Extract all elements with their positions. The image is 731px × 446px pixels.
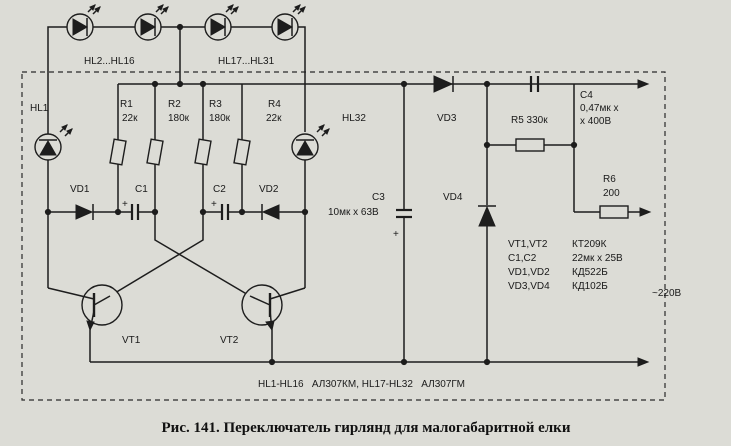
transistor-vt2-icon — [241, 284, 306, 362]
parts-type-c: 22мк х 25В — [572, 253, 623, 264]
resistor-r1-icon — [109, 138, 127, 212]
label-r5: R5 330к — [511, 115, 548, 126]
led-hl16-icon — [134, 4, 169, 41]
transistor-vt1-icon — [47, 284, 123, 362]
label-vd2: VD2 — [259, 184, 279, 195]
resistor-r5-icon — [515, 138, 545, 152]
junction-dot — [114, 208, 122, 216]
plus-sign: + — [393, 229, 399, 240]
label-c2: C2 — [213, 184, 226, 195]
label-vt1: VT1 — [122, 335, 141, 346]
label-r1-value: 22к — [122, 113, 138, 124]
junction-dot — [151, 80, 159, 88]
junction-dot — [199, 80, 207, 88]
diode-vd3-icon — [433, 75, 454, 93]
label-mains: ~220В — [652, 288, 682, 299]
label-r2: R2 — [168, 99, 181, 110]
top-loop-wire — [47, 26, 306, 132]
diode-vd2-icon — [261, 204, 280, 220]
label-c4-value-2: х 400В — [580, 116, 611, 127]
resistor-r4-icon — [233, 138, 251, 212]
led-hl17-icon — [204, 4, 239, 41]
label-hl32: HL32 — [342, 113, 366, 124]
led-chain-top — [47, 4, 306, 132]
parts-type-vd34: КД102Б — [572, 281, 608, 292]
led-hl2-icon — [66, 4, 101, 41]
label-r4-value: 22к — [266, 113, 282, 124]
capacitor-c3-icon — [396, 208, 412, 219]
arrow-icon — [639, 207, 652, 217]
led-hl32-icon — [291, 124, 330, 288]
cross-wire — [109, 212, 204, 297]
label-vd4: VD4 — [443, 192, 463, 203]
resistor-r2-icon — [146, 138, 164, 212]
parts-ref-vd12: VD1,VD2 — [508, 267, 550, 278]
figure-caption: Рис. 141. Переключатель гирлянд для мало… — [162, 420, 571, 436]
capacitor-c2-icon — [220, 204, 230, 220]
parts-ref-vd34: VD3,VD4 — [508, 281, 550, 292]
junction-dot — [44, 208, 52, 216]
led-hl31-icon — [271, 4, 306, 41]
label-r4: R4 — [268, 99, 281, 110]
plus-sign: + — [122, 199, 128, 210]
plus-sign: + — [211, 199, 217, 210]
arrow-icon — [637, 357, 650, 367]
junction-dot — [301, 208, 309, 216]
label-vd3: VD3 — [437, 113, 457, 124]
cross-wire — [154, 212, 251, 297]
label-r6: R6 — [603, 174, 616, 185]
label-hl1: HL1 — [30, 103, 49, 114]
led-hl1-icon — [34, 124, 73, 288]
junction-dot — [238, 208, 246, 216]
label-hl2-hl16: HL2...HL16 — [84, 56, 135, 67]
parts-type-vt: КТ209К — [572, 239, 607, 250]
parts-ref-c: C1,C2 — [508, 253, 537, 264]
junction-dot — [176, 23, 184, 31]
label-c4-value-1: 0,47мк х — [580, 103, 619, 114]
label-r1: R1 — [120, 99, 133, 110]
label-c1: C1 — [135, 184, 148, 195]
board-outline — [21, 71, 666, 401]
label-r2-value: 180к — [168, 113, 190, 124]
junction-dot — [268, 358, 276, 366]
parts-type-vd12: КД522Б — [572, 267, 608, 278]
diode-vd4-icon — [478, 205, 496, 227]
capacitor-c4-icon — [529, 76, 540, 92]
label-r3-value: 180к — [209, 113, 231, 124]
label-c4: C4 — [580, 90, 593, 101]
parts-ref-vt: VT1,VT2 — [508, 239, 548, 250]
label-c3: C3 — [372, 192, 385, 203]
resistor-r3-icon — [194, 138, 212, 212]
led-type-note: HL1-HL16 АЛ307КМ, HL17-HL32 АЛ307ГМ — [258, 379, 465, 390]
label-vt2: VT2 — [220, 335, 239, 346]
label-vd1: VD1 — [70, 184, 90, 195]
parts-table: VT1,VT2 КТ209К C1,C2 22мк х 25В VD1,VD2 … — [508, 239, 623, 292]
arrow-icon — [637, 79, 650, 89]
label-r3: R3 — [209, 99, 222, 110]
label-r6-value: 200 — [603, 188, 620, 199]
resistor-r6-icon — [599, 205, 629, 219]
diode-vd1-icon — [75, 204, 94, 220]
label-c3-value: 10мк х 63В — [328, 207, 379, 218]
capacitor-c1-icon — [130, 204, 140, 220]
label-hl17-hl31: HL17...HL31 — [218, 56, 275, 67]
